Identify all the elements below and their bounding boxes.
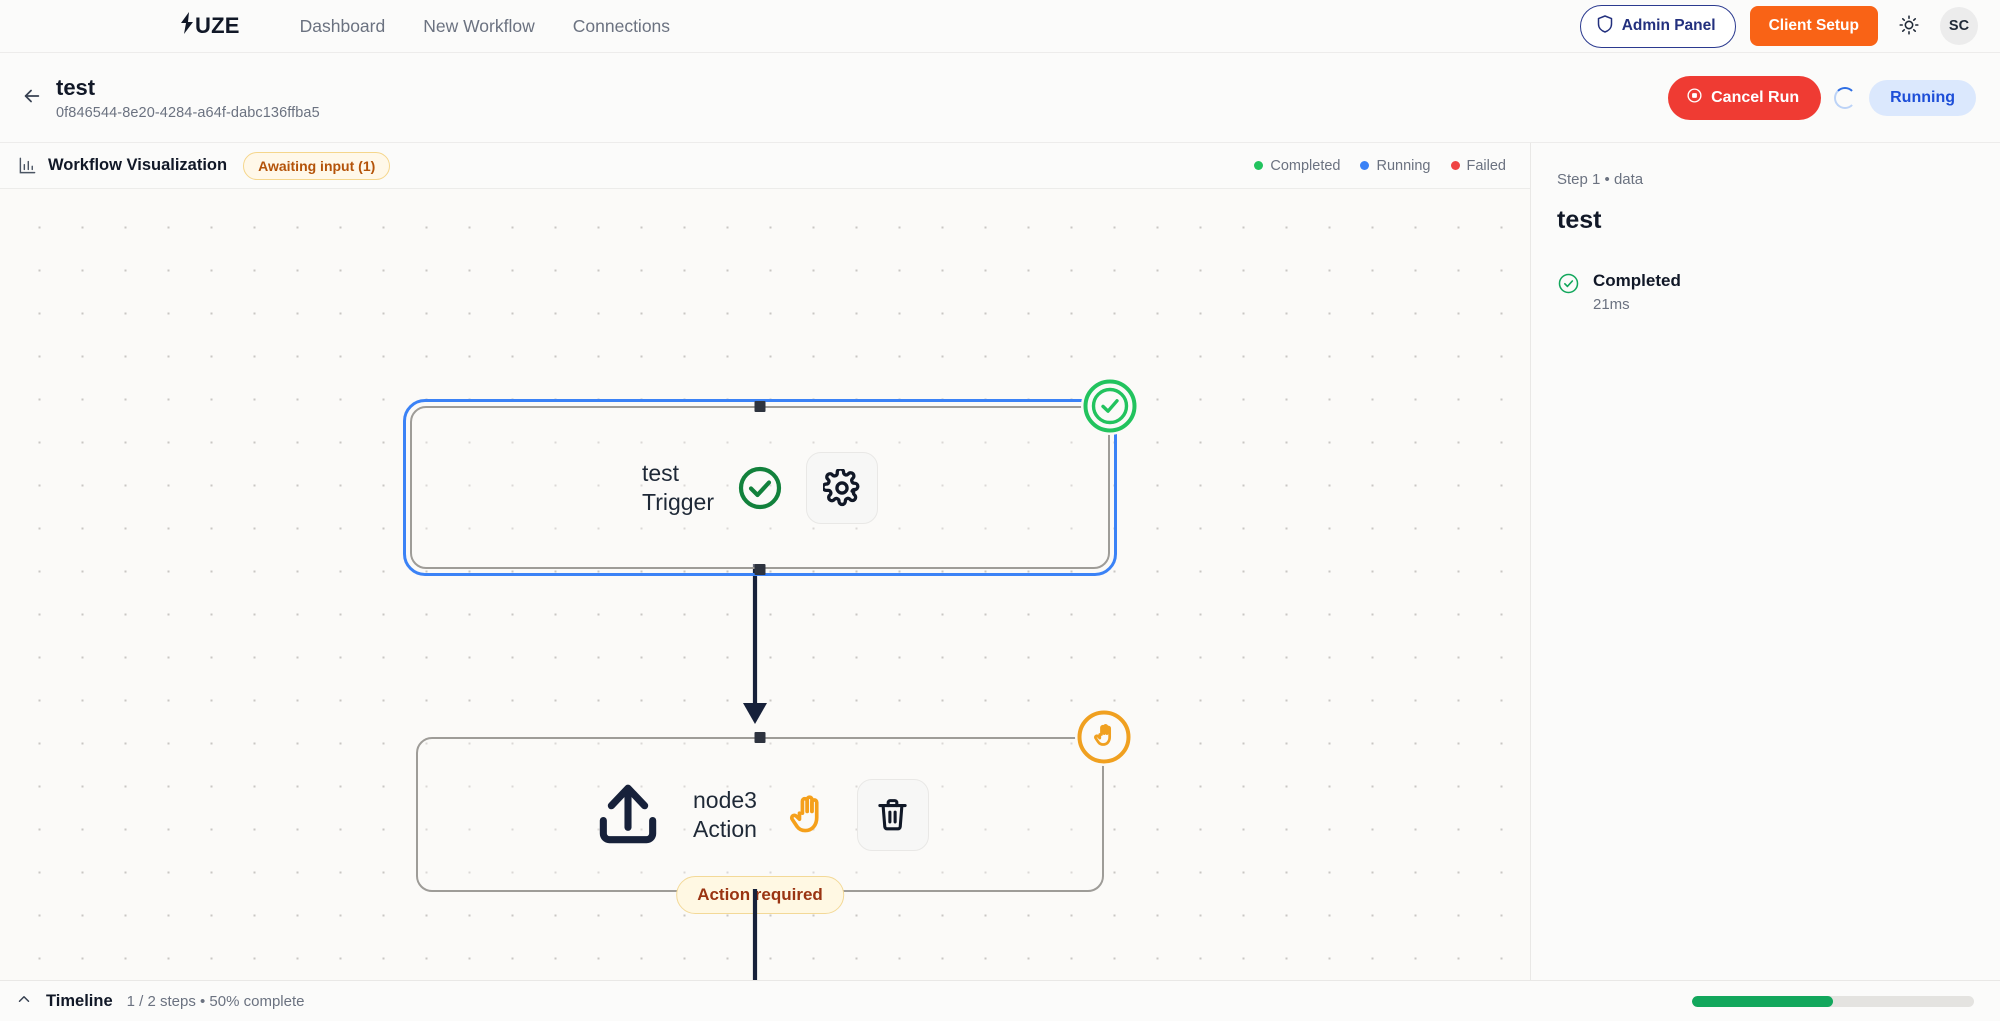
visualization-pane: Workflow Visualization Awaiting input (1…	[0, 143, 1531, 980]
app-logo[interactable]: UZE	[180, 12, 240, 40]
trash-icon	[874, 796, 911, 833]
node-type: Action	[693, 815, 757, 842]
body-split: Workflow Visualization Awaiting input (1…	[0, 143, 2000, 980]
raised-hand-icon	[785, 793, 829, 837]
raised-hand-badge-icon	[1076, 709, 1132, 765]
node-settings-button[interactable]	[806, 451, 878, 524]
legend-dot-running	[1360, 161, 1370, 170]
step-breadcrumb: Step 1 • data	[1557, 171, 1644, 188]
run-status-badge: Running	[1869, 79, 1976, 116]
legend-label-failed: Failed	[1466, 157, 1507, 174]
run-id: 0f846544-8e20-4284-a64f-dabc136ffba5	[56, 104, 320, 121]
upload-icon	[591, 778, 665, 852]
legend-label-running: Running	[1376, 157, 1431, 174]
top-navbar: UZE Dashboard New Workflow Connections A…	[0, 0, 2000, 53]
step-duration: 21ms	[1593, 295, 1630, 313]
nav-right-group: Admin Panel Client Setup SC	[1579, 4, 1978, 48]
back-button[interactable]	[14, 80, 50, 116]
check-circle-icon	[736, 464, 784, 512]
sun-icon	[1898, 14, 1920, 39]
legend-item-running: Running	[1360, 157, 1431, 174]
admin-panel-button[interactable]: Admin Panel	[1579, 4, 1736, 48]
shield-icon	[1597, 14, 1613, 38]
legend-label-completed: Completed	[1270, 157, 1341, 174]
lightning-bolt-icon	[180, 12, 194, 40]
chevron-up-icon	[15, 990, 33, 1013]
workflow-node-test-trigger[interactable]: test Trigger	[403, 377, 1139, 576]
node-action-required-chip: Action required	[676, 876, 844, 914]
check-circle-badge-icon	[1082, 378, 1138, 434]
step-title: test	[1557, 206, 1602, 234]
cancel-run-label: Cancel Run	[1711, 88, 1800, 106]
step-details-panel: Step 1 • data test Completed 21ms	[1531, 143, 2000, 980]
step-status-row: Completed 21ms	[1557, 270, 1974, 315]
visualization-title: Workflow Visualization	[48, 156, 228, 174]
edge-node1-to-node2	[743, 564, 767, 724]
node-output-port[interactable]	[754, 563, 766, 575]
workflow-title: test	[56, 75, 96, 101]
node-labels: node3 Action	[693, 786, 757, 843]
workflow-node-node3-action[interactable]: node3 Action	[416, 708, 1133, 914]
node-type: Trigger	[642, 488, 714, 515]
theme-toggle-button[interactable]	[1892, 9, 1926, 43]
status-legend: Completed Running Failed	[1254, 158, 1506, 174]
node-status-badge-awaiting	[1075, 708, 1133, 766]
workflow-canvas[interactable]: test Trigger	[0, 189, 1530, 980]
user-avatar[interactable]: SC	[1940, 7, 1978, 45]
timeline-bar: Timeline 1 / 2 steps • 50% complete	[0, 980, 2000, 1021]
legend-item-completed: Completed	[1254, 158, 1340, 174]
loading-spinner-icon	[1834, 86, 1857, 109]
gear-icon	[823, 468, 861, 507]
step-status-text: Completed 21ms	[1593, 270, 1681, 315]
node-delete-button[interactable]	[856, 778, 929, 851]
timeline-collapse-button[interactable]	[8, 985, 40, 1017]
canvas-inner: test Trigger	[0, 189, 1530, 980]
nav-link-new-workflow[interactable]: New Workflow	[423, 15, 535, 36]
run-subheader: test 0f846544-8e20-4284-a64f-dabc136ffba…	[0, 53, 2000, 143]
stop-circle-icon	[1686, 87, 1703, 109]
legend-dot-completed	[1254, 161, 1264, 170]
cancel-run-button[interactable]: Cancel Run	[1668, 75, 1822, 120]
node-name: test	[642, 459, 680, 486]
legend-dot-failed	[1450, 161, 1460, 170]
timeline-meta: 1 / 2 steps • 50% complete	[126, 992, 305, 1010]
node-input-port[interactable]	[754, 400, 766, 412]
node-name: node3	[693, 786, 757, 813]
client-setup-button[interactable]: Client Setup	[1749, 6, 1878, 46]
node-content: node3 Action	[416, 737, 1104, 892]
node-labels: test Trigger	[642, 459, 714, 516]
node-body	[410, 406, 1110, 569]
awaiting-input-badge: Awaiting input (1)	[243, 151, 391, 180]
node-input-port[interactable]	[754, 731, 766, 743]
bar-chart-icon	[18, 156, 37, 175]
nav-link-dashboard[interactable]: Dashboard	[299, 15, 386, 36]
arrow-left-icon	[21, 85, 43, 110]
timeline-progress-track	[1692, 995, 1974, 1007]
node-status-badge-completed	[1081, 377, 1139, 435]
legend-item-failed: Failed	[1450, 157, 1507, 174]
edge-node2-to-end	[752, 889, 758, 980]
nav-links: Dashboard New Workflow Connections	[298, 12, 672, 41]
check-circle-icon	[1557, 272, 1580, 295]
node-content: test Trigger	[410, 406, 1110, 569]
app-logo-text: UZE	[195, 13, 240, 38]
run-controls: Cancel Run Running	[1668, 75, 1976, 120]
step-status-label: Completed	[1593, 271, 1681, 290]
nav-link-connections[interactable]: Connections	[572, 15, 671, 36]
visualization-toolbar: Workflow Visualization Awaiting input (1…	[0, 143, 1530, 189]
admin-panel-label: Admin Panel	[1621, 17, 1716, 34]
timeline-progress-fill	[1692, 995, 1833, 1007]
run-identity: test 0f846544-8e20-4284-a64f-dabc136ffba…	[56, 74, 320, 121]
timeline-label: Timeline	[46, 991, 113, 1010]
node-body	[416, 737, 1104, 892]
